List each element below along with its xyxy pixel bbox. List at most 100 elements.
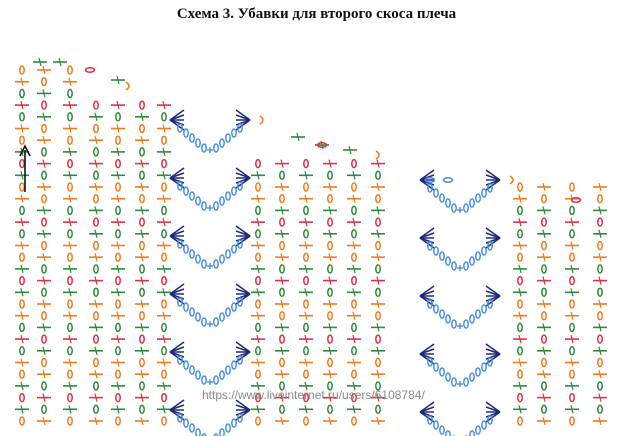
double-crochet-bar: [20, 405, 24, 414]
shell-fan-stroke: [235, 341, 251, 353]
chain-stitch: [255, 252, 261, 262]
chain-stitch: [475, 309, 481, 319]
double-crochet-bar: [42, 416, 46, 426]
chain-stitch: [279, 381, 285, 391]
double-crochet-bar: [256, 194, 260, 203]
shell-fan-stroke: [235, 230, 251, 237]
chain-stitch: [195, 138, 201, 148]
chain-stitch: [41, 357, 47, 368]
chain-stitch: [67, 299, 73, 309]
chain-stitch: [597, 264, 603, 274]
chain-stitch: [93, 287, 99, 298]
chain-stitch: [19, 275, 25, 286]
chain-stitch: [41, 240, 47, 251]
chain-stitch: [481, 246, 487, 256]
shell-fan-stroke: [419, 285, 435, 297]
chain-stitch: [115, 205, 121, 216]
chain-stitch: [41, 170, 47, 181]
chain-stitch: [195, 428, 201, 436]
chain-stitch: [569, 392, 575, 403]
double-crochet-bar: [304, 288, 308, 297]
chain-stitch: [375, 381, 381, 391]
shell-fan-stroke: [485, 406, 501, 413]
double-crochet-bar: [20, 77, 24, 86]
chain-stitch: [569, 229, 575, 239]
double-crochet-bar: [328, 159, 332, 168]
double-crochet-bar: [140, 370, 144, 379]
double-crochet-bar: [68, 381, 72, 391]
chain-stitch: [433, 246, 439, 256]
double-crochet-bar: [256, 217, 260, 227]
chain-stitch: [19, 416, 25, 426]
double-crochet-bar: [598, 323, 602, 332]
chain-stitch: [481, 362, 487, 372]
shell-fan-stroke: [235, 109, 251, 121]
chain-stitch: [139, 310, 145, 321]
double-crochet-bar: [570, 381, 574, 391]
chain-stitch: [569, 369, 575, 379]
chain-stitch: [67, 275, 73, 286]
shell-fan-stroke: [419, 401, 435, 413]
chain-stitch: [469, 256, 475, 266]
chain-stitch: [279, 170, 285, 181]
double-crochet-bar: [20, 100, 24, 110]
chain-stitch: [463, 261, 469, 271]
chain-stitch: [19, 205, 25, 216]
double-crochet-bar: [256, 405, 260, 414]
chain-stitch: [439, 367, 445, 377]
chain-stitch: [213, 201, 219, 211]
double-crochet-bar: [304, 334, 308, 344]
chain-stitch: [67, 88, 73, 99]
chain-stitch: [303, 369, 309, 379]
chain-stitch: [19, 229, 25, 239]
chain-stitch: [351, 205, 357, 216]
chain-stitch: [19, 369, 25, 379]
chain-stitch: [67, 346, 73, 356]
double-crochet-bar: [352, 264, 356, 274]
chain-stitch: [231, 244, 237, 254]
chain-stitch: [279, 193, 285, 204]
chain-stitch: [67, 322, 73, 333]
chain-stitch: [93, 357, 99, 368]
double-crochet-bar: [116, 381, 120, 391]
chain-stitch: [41, 264, 47, 274]
chain-stitch: [225, 133, 231, 143]
double-crochet-bar: [162, 358, 166, 367]
double-crochet-bar: [140, 346, 144, 355]
chain-stitch: [433, 188, 439, 198]
chain-stitch: [67, 135, 73, 145]
chain-stitch: [115, 252, 121, 262]
source-watermark: https://www.liveinternet.ru/users/610878…: [202, 388, 425, 402]
double-crochet-bar: [162, 100, 166, 110]
chain-stitch: [475, 251, 481, 261]
double-crochet-bar: [598, 370, 602, 379]
chain-stitch: [19, 88, 25, 99]
shell-fan-stroke: [485, 290, 501, 297]
chain-stitch: [139, 264, 145, 274]
double-crochet-bar: [116, 75, 120, 85]
chain-stitch: [93, 381, 99, 391]
chain-stitch: [255, 416, 261, 426]
double-crochet-bar: [304, 358, 308, 367]
chain-stitch: [351, 229, 357, 239]
chain-stitch: [517, 252, 523, 262]
double-crochet-bar: [328, 182, 332, 192]
chain-stitch: [439, 425, 445, 435]
double-crochet-bar: [352, 381, 356, 391]
picot-curl: [509, 175, 514, 185]
shell-fan-stroke: [235, 283, 251, 295]
chain-stitch: [303, 322, 309, 333]
chain-stitch: [177, 123, 183, 133]
double-crochet-bar: [352, 171, 356, 180]
chain-stitch: [351, 252, 357, 262]
double-crochet-bar: [256, 311, 260, 320]
double-crochet-bar: [518, 217, 522, 227]
double-crochet-bar: [116, 288, 120, 297]
shell-fan-stroke: [485, 174, 501, 181]
chain-stitch: [231, 360, 237, 370]
chain-stitch: [19, 299, 25, 309]
double-crochet-bar: [542, 299, 546, 309]
chain-stitch: [19, 346, 25, 356]
chain-stitch: [541, 287, 547, 298]
chain-stitch: [279, 287, 285, 298]
